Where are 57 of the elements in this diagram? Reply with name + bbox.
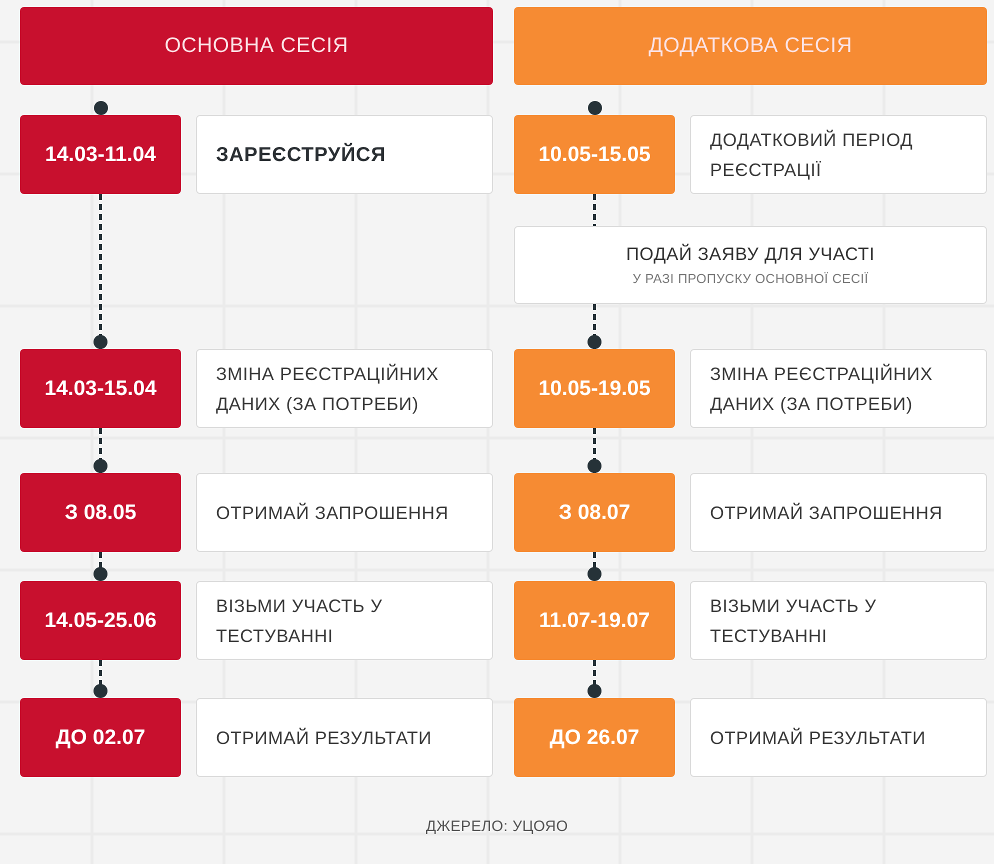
dashed-connector xyxy=(593,194,596,226)
dashed-connector xyxy=(588,304,602,349)
source-note: ДЖЕРЕЛО: УЦОЯО xyxy=(426,817,568,837)
date-box xyxy=(20,349,181,428)
date-label: ДО 02.07 xyxy=(56,724,146,751)
date-label: 11.07-19.07 xyxy=(539,608,650,634)
step-box xyxy=(690,698,987,777)
date-box xyxy=(514,115,675,194)
date-box xyxy=(20,115,181,194)
step-label: ОТРИМАЙ РЕЗУЛЬТАТИ xyxy=(710,726,927,750)
session-title: ОСНОВНА СЕСІЯ xyxy=(164,33,348,60)
date-label: З 08.07 xyxy=(558,500,630,526)
date-label: ДО 26.07 xyxy=(550,724,640,751)
step-box xyxy=(690,115,987,194)
step-title: ПОДАЙ ЗАЯВУ ДЛЯ УЧАСТІ xyxy=(626,243,875,265)
date-box xyxy=(20,473,181,552)
step-box xyxy=(690,581,987,660)
dashed-connector xyxy=(94,660,108,698)
step-box xyxy=(690,473,987,552)
dashed-connector xyxy=(94,194,108,349)
step-label: ОТРИМАЙ ЗАПРОШЕННЯ xyxy=(710,502,944,524)
step-box xyxy=(196,698,493,777)
date-label: 14.03-15.04 xyxy=(44,376,157,402)
dashed-connector xyxy=(94,428,108,473)
session-title: ДОДАТКОВА СЕСІЯ xyxy=(648,33,852,60)
dashed-connector xyxy=(588,428,602,473)
date-box xyxy=(514,581,675,660)
date-box xyxy=(514,349,675,428)
date-label: 14.03-11.04 xyxy=(45,142,156,168)
dashed-connector xyxy=(94,552,108,581)
session-header xyxy=(514,7,987,85)
step-box xyxy=(690,349,987,428)
date-label: 10.05-19.05 xyxy=(538,376,651,402)
session-header xyxy=(20,7,493,85)
dashed-connector xyxy=(588,660,602,698)
step-label: ЗМІНА РЕЄСТРАЦІЙНИХ ДАНИХ (ЗА ПОТРЕБИ) xyxy=(216,362,440,416)
date-label: З 08.05 xyxy=(64,500,136,526)
step-label: ВІЗЬМИ УЧАСТЬ У ТЕСТУВАННІ xyxy=(710,594,878,648)
step-label: ЗМІНА РЕЄСТРАЦІЙНИХ ДАНИХ (ЗА ПОТРЕБИ) xyxy=(710,362,934,416)
note-box xyxy=(514,226,987,304)
step-label: ЗАРЕЄСТРУЙСЯ xyxy=(216,142,387,168)
date-label: 10.05-15.05 xyxy=(538,142,651,168)
step-box xyxy=(196,473,493,552)
date-box xyxy=(514,698,675,777)
step-label: ДОДАТКОВИЙ ПЕРІОД РЕЄСТРАЦІЇ xyxy=(710,128,914,182)
step-box xyxy=(196,581,493,660)
step-label: ОТРИМАЙ РЕЗУЛЬТАТИ xyxy=(216,726,433,750)
step-box xyxy=(196,349,493,428)
step-label: ОТРИМАЙ ЗАПРОШЕННЯ xyxy=(216,502,450,524)
date-box xyxy=(20,698,181,777)
step-subtitle: У РАЗІ ПРОПУСКУ ОСНОВНОЇ СЕСІЇ xyxy=(632,271,868,287)
dashed-connector xyxy=(588,552,602,581)
date-box xyxy=(514,473,675,552)
date-label: 14.05-25.06 xyxy=(44,608,157,634)
date-box xyxy=(20,581,181,660)
step-box xyxy=(196,115,493,194)
step-label: ВІЗЬМИ УЧАСТЬ У ТЕСТУВАННІ xyxy=(216,594,384,648)
